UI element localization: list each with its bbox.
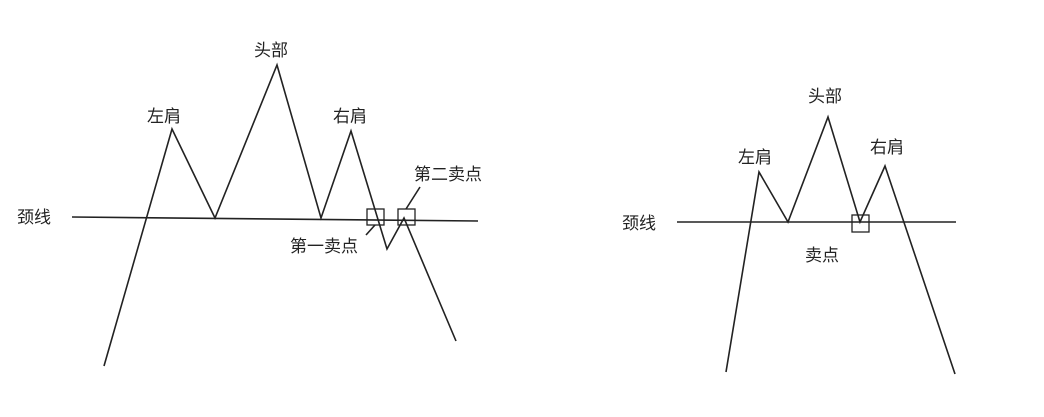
right-neckline-label: 颈线 [622, 214, 656, 234]
left-first-sell-label: 第一卖点 [290, 237, 358, 257]
left-second-sell-label: 第二卖点 [414, 165, 482, 185]
left-neckline-label: 颈线 [17, 208, 51, 228]
left-neckline [71, 216, 479, 222]
left-second-sell-pointer [405, 186, 421, 210]
right-price-path [725, 114, 956, 375]
left-head-label: 头部 [254, 41, 288, 61]
right-sell-box [851, 214, 870, 233]
left-price-path [103, 62, 457, 367]
right-right-shoulder-label: 右肩 [870, 138, 904, 158]
right-diagram: 头部 左肩 右肩 颈线 卖点 [622, 87, 956, 375]
left-right-shoulder-label: 右肩 [333, 107, 367, 127]
right-sell-label: 卖点 [805, 246, 839, 266]
left-first-sell-box [366, 208, 385, 226]
right-head-label: 头部 [808, 87, 842, 107]
left-diagram: 头部 左肩 右肩 颈线 第一卖点 第二卖点 [17, 41, 482, 367]
right-left-shoulder-label: 左肩 [738, 148, 772, 168]
left-left-shoulder-label: 左肩 [147, 107, 181, 127]
left-first-sell-pointer [365, 224, 376, 236]
